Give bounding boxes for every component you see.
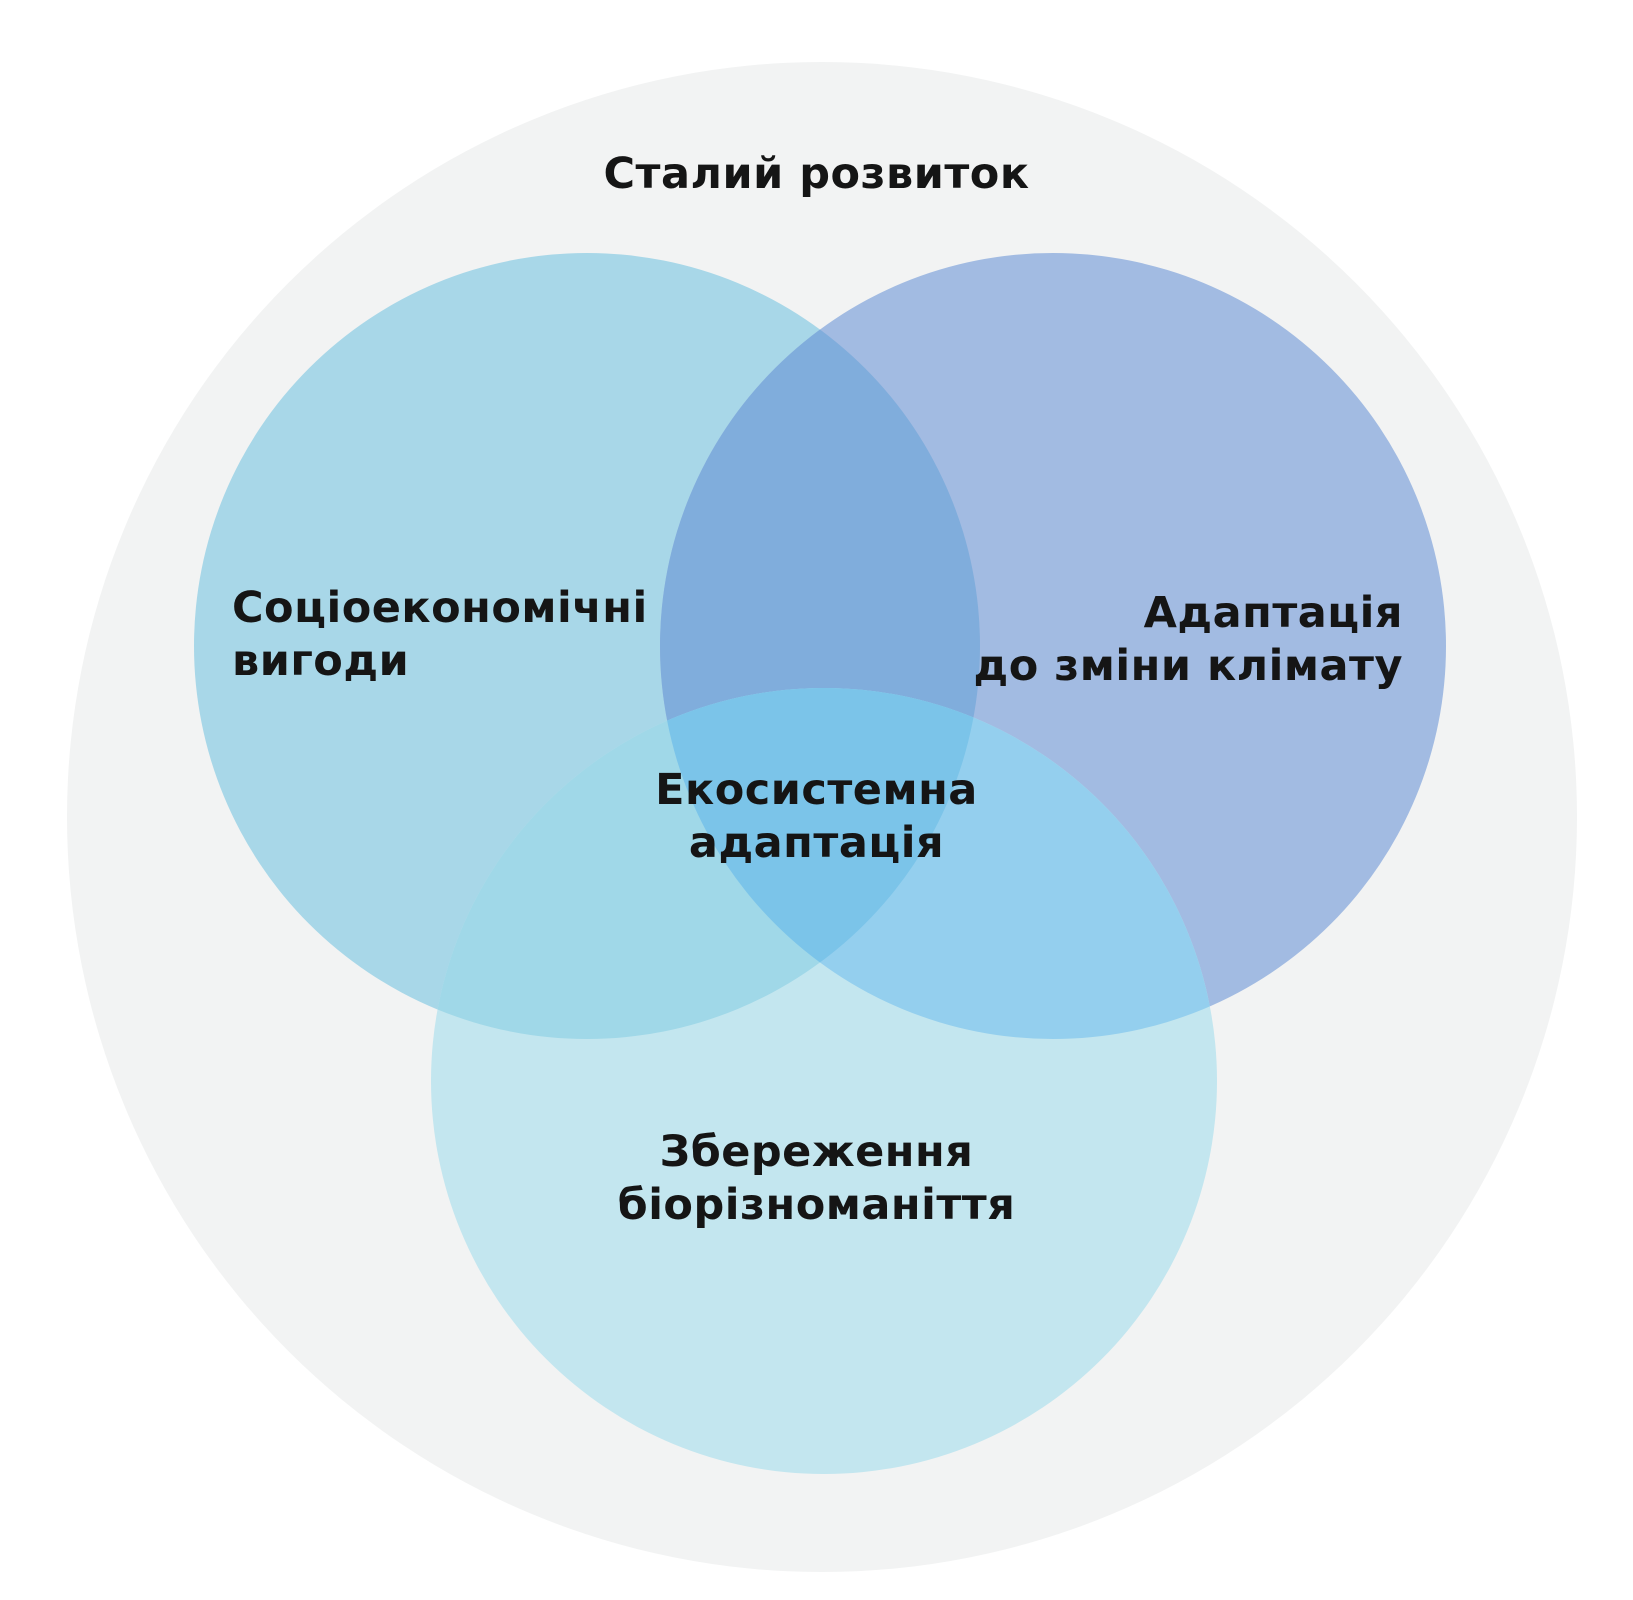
outer-label-text: Сталий розвиток [603,149,1030,199]
center-label-line-1: Екосистемна [655,765,978,815]
overlap-socio-bio [431,688,980,1039]
climate-label-line-1: Адаптація [1143,588,1403,638]
bio-label-line-1: Збереження [659,1127,974,1177]
socio-label-line-2: вигоди [232,636,410,686]
socio-label-line-1: Соціоекономічні [232,583,648,633]
climate-label-line-2: до зміни клімату [973,641,1403,691]
outer-label: Сталий розвиток [0,148,1633,201]
socio-label: Соціоекономічні вигоди [232,582,648,688]
climate-label: Адаптація до зміни клімату [974,587,1403,693]
center-label: Екосистемна адаптація [0,764,1633,870]
bio-label: Збереження біорізноманіття [0,1126,1633,1232]
bio-label-line-2: біорізноманіття [617,1180,1016,1230]
overlap-climate-bio [660,688,1217,1039]
center-label-line-2: адаптація [688,818,945,868]
